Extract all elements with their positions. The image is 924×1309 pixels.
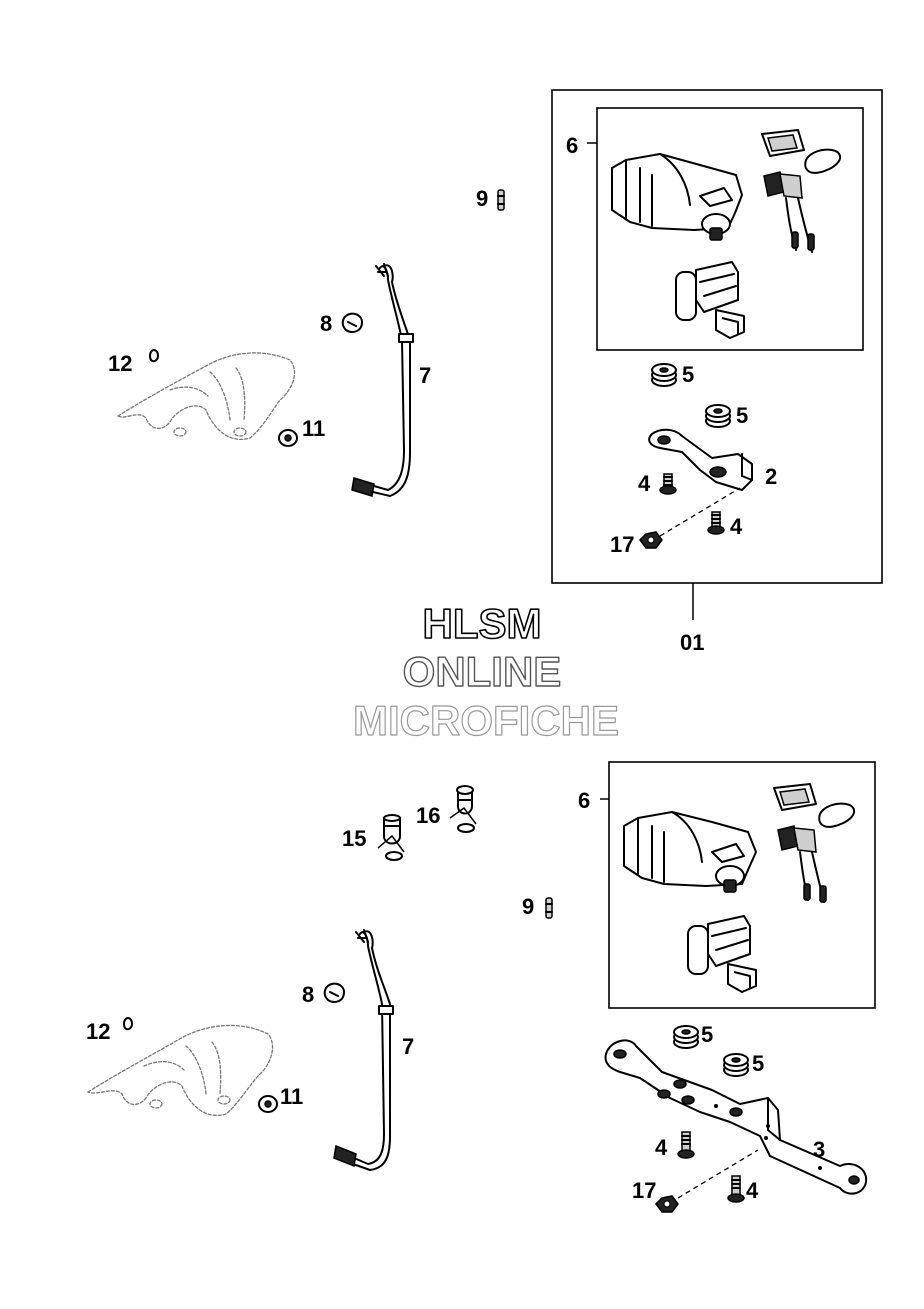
label-top-5b: 5 [736, 403, 748, 428]
connector-wires-bottom [777, 825, 827, 903]
wiring-harness-7-bottom [333, 929, 394, 1171]
bottom-assembly-group: 6 15 16 9 8 7 12 11 5 5 4 3 17 4 [86, 761, 876, 1213]
label-top-4b: 4 [730, 514, 743, 539]
switch-set-frame-bottom [608, 761, 876, 1009]
clip-8-bottom [323, 982, 345, 1003]
kill-switch-unit [675, 261, 745, 339]
clip-8 [341, 312, 363, 333]
grommet-11-bottom [258, 1095, 278, 1113]
watermark: HLSM ONLINE MICROFICHE [352, 599, 619, 744]
label-top-6: 6 [566, 133, 578, 158]
grommet-11 [278, 429, 298, 447]
label-top-9: 9 [476, 186, 488, 211]
headlight-mask-12-bottom [86, 1017, 274, 1116]
screw-4a-bottom [677, 1131, 695, 1159]
label-bottom-8: 8 [302, 982, 314, 1007]
label-top-2: 2 [765, 464, 777, 489]
label-bottom-3: 3 [813, 1137, 825, 1162]
headlight-mask-12 [116, 349, 296, 440]
label-top-11: 11 [302, 416, 325, 441]
label-top-4a: 4 [638, 471, 651, 496]
top-assembly-group: 6 9 8 7 12 11 5 5 4 2 17 4 01 [108, 89, 883, 655]
watermark-line-1: HLSM [423, 600, 542, 647]
fuse-9 [497, 189, 505, 211]
label-bottom-16: 16 [416, 803, 440, 828]
label-bottom-4a: 4 [655, 1135, 668, 1160]
label-bottom-17: 17 [632, 1178, 656, 1203]
label-top-8: 8 [320, 311, 332, 336]
label-bottom-5b: 5 [752, 1051, 764, 1076]
switch-set-frame [596, 107, 864, 351]
screw-17-bottom [655, 1149, 759, 1213]
kill-switch-unit-bottom [687, 915, 757, 993]
screw-17 [639, 487, 741, 549]
label-assembly-01: 01 [680, 630, 704, 655]
holder-bracket [648, 428, 753, 491]
wiring-harness-7 [351, 263, 414, 497]
label-bottom-9: 9 [522, 894, 534, 919]
screw-4a [659, 473, 677, 495]
switch-housing-bottom [623, 811, 757, 893]
bulb-15 [377, 814, 405, 861]
label-top-12: 12 [108, 351, 132, 376]
label-bottom-4b: 4 [746, 1178, 759, 1203]
label-bottom-15: 15 [342, 826, 366, 851]
watermark-line-2: ONLINE [403, 648, 562, 695]
label-bottom-6: 6 [578, 788, 590, 813]
label-top-17: 17 [610, 532, 634, 557]
switch-housing [611, 153, 743, 241]
label-bottom-11: 11 [280, 1084, 303, 1109]
assembly-frame [551, 89, 883, 584]
grommet-5a [651, 363, 677, 387]
grommet-5b [705, 404, 731, 428]
holder-bracket-3 [604, 1039, 868, 1195]
label-bottom-5a: 5 [701, 1022, 713, 1047]
grommet-5a-bottom [673, 1025, 699, 1049]
label-bottom-7: 7 [402, 1034, 414, 1059]
bulb-16 [449, 785, 477, 833]
label-bottom-12: 12 [86, 1019, 110, 1044]
connector-wires [763, 171, 815, 253]
label-top-7: 7 [419, 363, 431, 388]
label-top-5a: 5 [682, 362, 694, 387]
display-module [761, 129, 842, 174]
screw-4b [707, 511, 725, 535]
fuse-9-bottom [545, 897, 553, 919]
display-module-bottom [773, 783, 856, 828]
watermark-line-3: MICROFICHE [353, 697, 619, 744]
grommet-5b-bottom [723, 1053, 749, 1077]
screw-4b-bottom [727, 1175, 745, 1203]
